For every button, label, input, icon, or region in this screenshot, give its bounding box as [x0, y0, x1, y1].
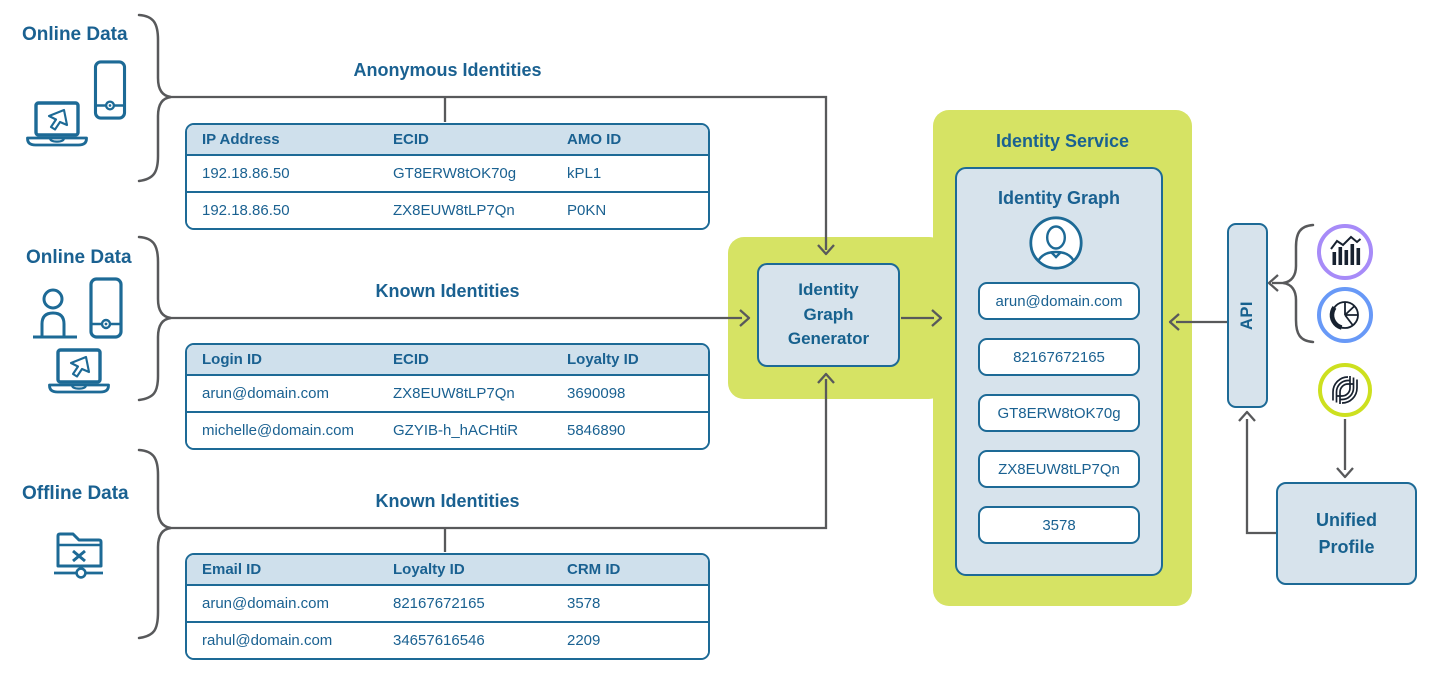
- section-label-online-data-2: Online Data: [26, 247, 132, 268]
- identity-chip: arun@domain.com: [978, 282, 1140, 320]
- table-header-row: Login ID ECID Loyalty ID: [187, 345, 708, 376]
- identity-chip-label: 82167672165: [1013, 348, 1105, 366]
- known-identities-table-offline: Email ID Loyalty ID CRM ID arun@domain.c…: [185, 553, 710, 660]
- smartphone-icon: [93, 60, 127, 125]
- table-cell: GT8ERW8tOK70g: [393, 165, 517, 182]
- identity-chip-label: arun@domain.com: [995, 292, 1123, 310]
- table-title-known-identities-2: Known Identities: [375, 491, 520, 511]
- section-label-online-data-1: Online Data: [22, 24, 128, 45]
- table-row: 192.18.86.50 GT8ERW8tOK70g kPL1: [187, 156, 708, 193]
- unified-profile-label: Unified Profile: [1316, 510, 1377, 557]
- api-label: API: [1237, 300, 1256, 331]
- identity-chip-label: ZX8EUW8tLP7Qn: [998, 460, 1120, 478]
- column-header: Email ID: [202, 561, 262, 578]
- table-row: rahul@domain.com 34657616546 2209: [187, 623, 708, 658]
- identity-chip-label: GT8ERW8tOK70g: [997, 404, 1121, 422]
- identity-chip: GT8ERW8tOK70g: [978, 394, 1140, 432]
- table-cell: rahul@domain.com: [202, 632, 333, 649]
- column-header: AMO ID: [567, 131, 622, 148]
- column-header: ECID: [393, 351, 429, 368]
- identity-chip: ZX8EUW8tLP7Qn: [978, 450, 1140, 488]
- table-row: michelle@domain.com GZYIB-h_hACHtiR 5846…: [187, 413, 708, 448]
- laptop-cursor-icon: [26, 101, 88, 156]
- table-cell: 3690098: [567, 385, 626, 402]
- table-cell: arun@domain.com: [202, 595, 329, 612]
- curly-brace: [137, 448, 172, 640]
- table-cell: 3578: [567, 595, 601, 612]
- table-cell: 82167672165: [393, 595, 485, 612]
- table-cell: 192.18.86.50: [202, 165, 290, 182]
- table-cell: ZX8EUW8tLP7Qn: [393, 202, 515, 219]
- identity-service-title: Identity Service: [995, 131, 1130, 151]
- curly-brace: [137, 235, 172, 402]
- identity-chip: 82167672165: [978, 338, 1140, 376]
- table-cell: P0KN: [567, 202, 607, 219]
- table-cell: 5846890: [567, 422, 626, 439]
- section-label-offline-data: Offline Data: [22, 483, 129, 504]
- known-identities-table-online: Login ID ECID Loyalty ID arun@domain.com…: [185, 343, 710, 450]
- identity-chip-label: 3578: [1042, 516, 1076, 534]
- table-cell: 34657616546: [393, 632, 485, 649]
- bar-chart-icon: [1317, 224, 1373, 280]
- connector-line: [1245, 419, 1276, 535]
- table-cell: 2209: [567, 632, 601, 649]
- adobe-profile-logo-icon: [1318, 363, 1372, 417]
- column-header: Loyalty ID: [393, 561, 465, 578]
- api-bar: API: [1227, 223, 1268, 408]
- identity-graph-generator-box: Identity Graph Generator: [757, 263, 900, 367]
- table-cell: michelle@domain.com: [202, 422, 354, 439]
- person-icon: [32, 288, 78, 345]
- table-header-row: IP Address ECID AMO ID: [187, 125, 708, 156]
- column-header: IP Address: [202, 131, 280, 148]
- table-cell: 192.18.86.50: [202, 202, 290, 219]
- identity-graph-title: Identity Graph: [997, 188, 1120, 208]
- column-header: Login ID: [202, 351, 262, 368]
- table-title-anonymous-identities: Anonymous Identities: [353, 60, 542, 80]
- smartphone-icon: [89, 277, 123, 344]
- arrowhead: [1336, 467, 1354, 479]
- column-header: ECID: [393, 131, 429, 148]
- offline-folder-icon: [53, 524, 109, 585]
- arrowhead: [1238, 410, 1256, 422]
- table-row: 192.18.86.50 ZX8EUW8tLP7Qn P0KN: [187, 193, 708, 228]
- table-cell: ZX8EUW8tLP7Qn: [393, 385, 515, 402]
- arrowhead: [1267, 274, 1279, 292]
- curly-brace: [1282, 223, 1315, 344]
- column-header: Loyalty ID: [567, 351, 639, 368]
- user-avatar-icon: [1029, 216, 1083, 275]
- anonymous-identities-table: IP Address ECID AMO ID 192.18.86.50 GT8E…: [185, 123, 710, 230]
- column-header: CRM ID: [567, 561, 621, 578]
- table-header-row: Email ID Loyalty ID CRM ID: [187, 555, 708, 586]
- identity-graph-generator-label: Identity Graph Generator: [787, 280, 870, 349]
- table-cell: arun@domain.com: [202, 385, 329, 402]
- laptop-cursor-icon: [48, 348, 110, 403]
- table-cell: GZYIB-h_hACHtiR: [393, 422, 519, 439]
- table-title-known-identities-1: Known Identities: [375, 281, 520, 301]
- identity-chip: 3578: [978, 506, 1140, 544]
- table-cell: kPL1: [567, 165, 602, 182]
- unified-profile-box: Unified Profile: [1276, 482, 1417, 585]
- curly-brace: [137, 13, 172, 183]
- table-row: arun@domain.com 82167672165 3578: [187, 586, 708, 623]
- pie-chart-icon: [1317, 287, 1373, 343]
- table-row: arun@domain.com ZX8EUW8tLP7Qn 3690098: [187, 376, 708, 413]
